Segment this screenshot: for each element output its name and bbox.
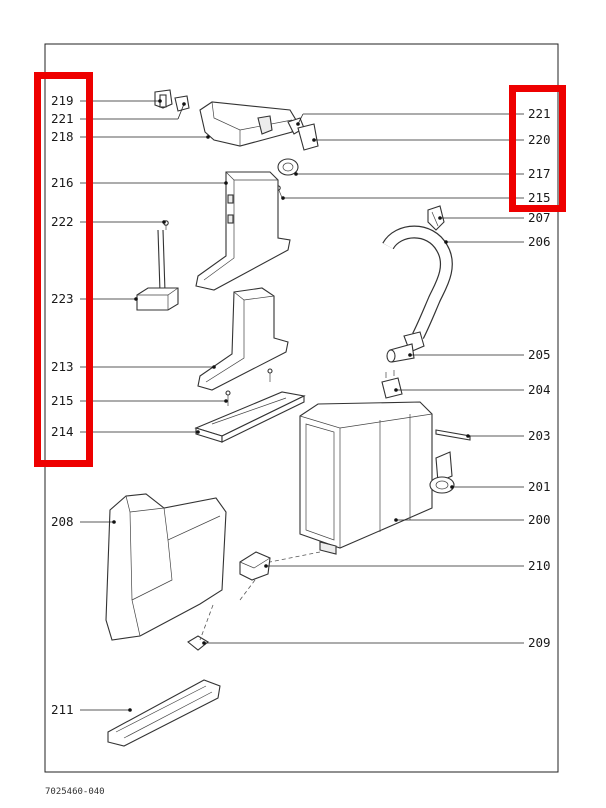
part-215-screw-lower-illustration (225, 368, 273, 406)
label-214: 214 (51, 424, 74, 439)
label-220: 220 (528, 132, 551, 147)
part-209-clip-illustration (187, 635, 209, 651)
label-211: 211 (51, 702, 74, 717)
label-221-left: 221 (51, 111, 74, 126)
label-223: 223 (51, 291, 74, 306)
label-205: 205 (528, 347, 551, 362)
part-211-drip-tray-illustration (107, 679, 221, 747)
part-200-tank-illustration (299, 401, 433, 555)
document-code: 7025460-040 (45, 787, 105, 797)
part-206-hose-illustration (382, 225, 453, 339)
label-209: 209 (528, 635, 551, 650)
part-217-seal-illustration (277, 158, 299, 176)
label-207: 207 (528, 210, 551, 225)
part-201-cap-illustration (429, 451, 455, 494)
part-203-sensor-illustration (435, 429, 471, 441)
part-210-pump-illustration (239, 551, 271, 581)
label-213: 213 (51, 359, 74, 374)
part-221-clip-illustration (174, 95, 190, 112)
label-208: 208 (51, 514, 74, 529)
highlight-box-left (34, 72, 93, 467)
label-210: 210 (528, 558, 551, 573)
assembly-line-3 (269, 551, 321, 563)
label-204: 204 (528, 382, 551, 397)
label-216: 216 (51, 175, 74, 190)
leader-lines (80, 100, 524, 711)
assembly-line-1 (199, 604, 214, 641)
label-221-right: 221 (528, 106, 551, 121)
label-218: 218 (51, 129, 74, 144)
label-201: 201 (528, 479, 551, 494)
right-part-labels: 221 220 217 215 207 206 205 204 203 201 … (528, 106, 551, 650)
left-part-labels: 219 221 218 216 222 223 213 215 214 208 … (51, 93, 74, 717)
leader-dots (112, 99, 470, 712)
label-203: 203 (528, 428, 551, 443)
label-215-left: 215 (51, 393, 74, 408)
part-218-cover-illustration (199, 101, 297, 147)
diagram-frame (44, 43, 559, 773)
assembly-line-2 (239, 579, 256, 601)
label-222: 222 (51, 214, 74, 229)
part-213-stand-illustration (197, 287, 289, 391)
part-205-connector-illustration (386, 331, 425, 363)
part-216-stand-illustration (195, 171, 291, 291)
part-219-clip-illustration (154, 89, 173, 109)
label-217: 217 (528, 166, 551, 181)
label-206: 206 (528, 234, 551, 249)
label-215-right: 215 (528, 190, 551, 205)
part-214-tray-illustration (194, 391, 306, 443)
part-207-clip-illustration (427, 205, 445, 231)
part-223-float-illustration (136, 229, 179, 311)
part-204-valve-illustration (381, 370, 403, 399)
part-208-housing-illustration (105, 493, 227, 641)
part-221-220-bracket-illustration (287, 117, 319, 151)
label-200: 200 (528, 512, 551, 527)
label-219: 219 (51, 93, 74, 108)
highlight-box-right (509, 85, 566, 212)
